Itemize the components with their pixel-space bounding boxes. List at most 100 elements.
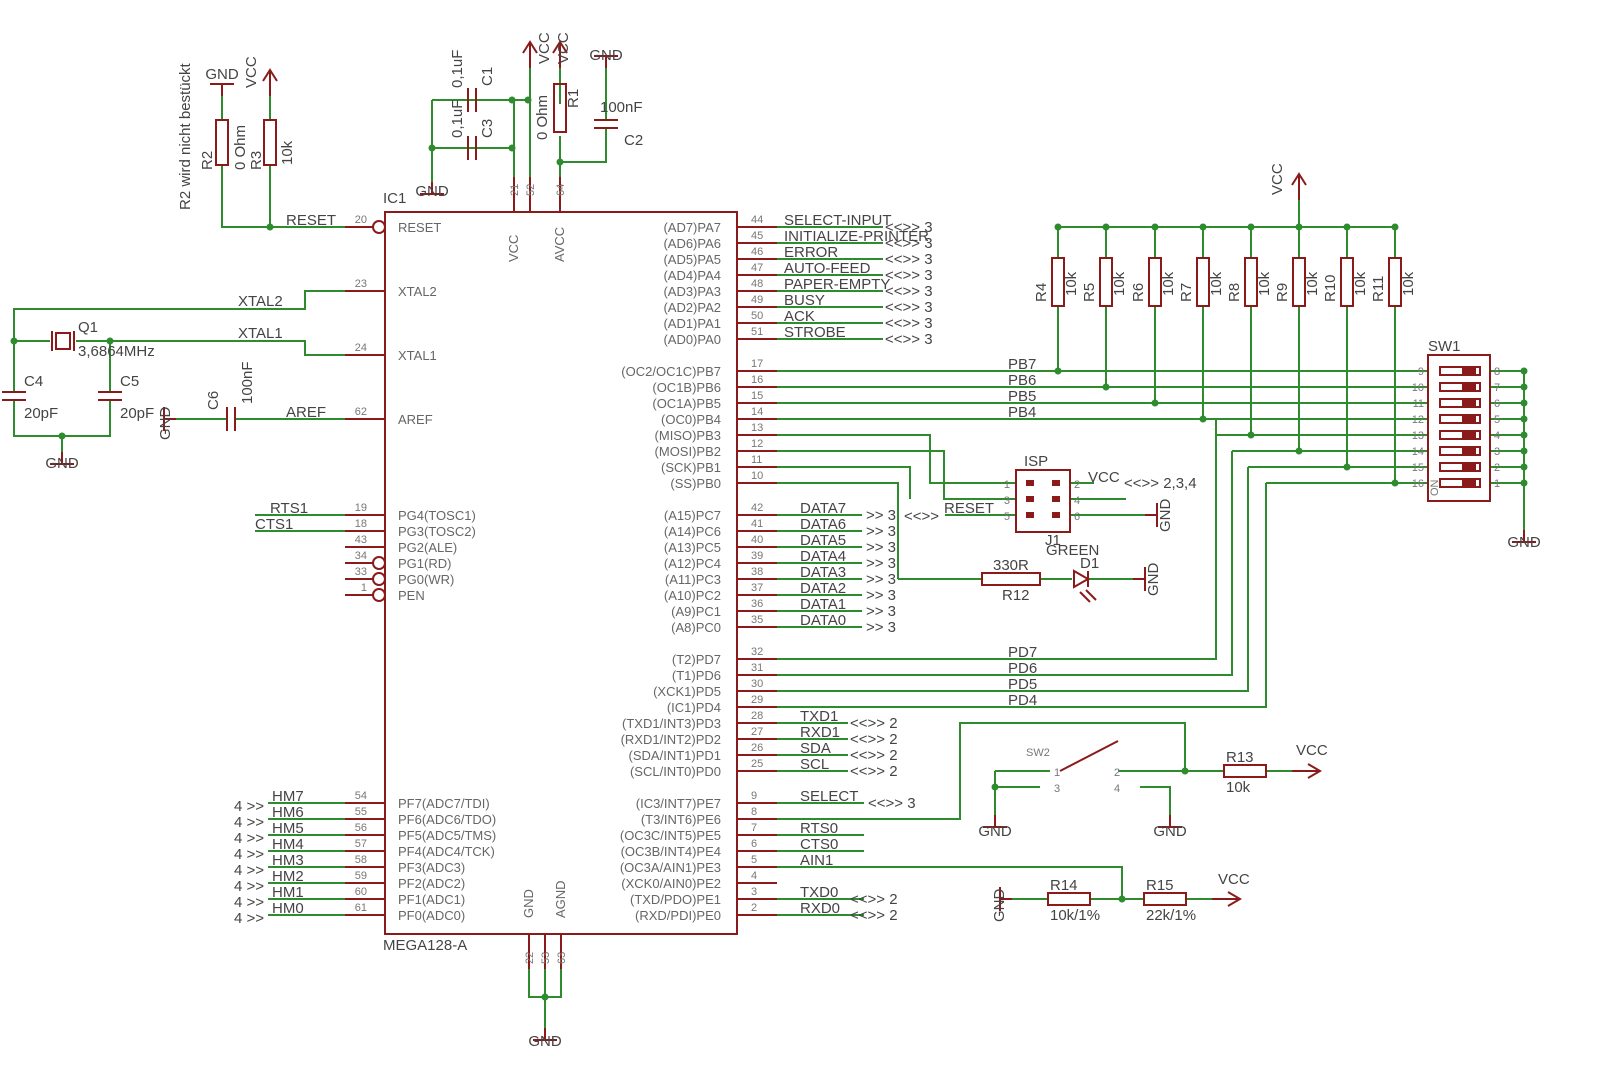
- r1-value: 0 Ohm: [534, 95, 551, 140]
- net-ref: >> 3: [866, 507, 896, 524]
- pull-up-value: 10k: [1352, 271, 1369, 296]
- net-ref: 4 >>: [234, 878, 264, 895]
- ic1-pin-number: 23: [355, 278, 367, 290]
- c1-ref: C1: [479, 67, 496, 86]
- c2-ref: C2: [624, 132, 643, 149]
- dip-switch-lever: [1462, 368, 1476, 374]
- pull-up-value: 10k: [1111, 271, 1128, 296]
- net-label-hm: HM4: [272, 836, 304, 853]
- net-ref: 4 >>: [234, 894, 264, 911]
- net-label-pb: PB7: [1008, 356, 1036, 373]
- ic1-pin-name: (IC1)PD4: [667, 700, 721, 715]
- ic1-pin-number: 5: [751, 854, 757, 866]
- c3-value: 0,1uF: [449, 100, 466, 138]
- net-label-hm: HM3: [272, 852, 304, 869]
- net-label-pc: DATA7: [800, 500, 846, 517]
- ic1-pin-name: (A15)PC7: [664, 508, 721, 523]
- ic1-pin-number: 14: [751, 406, 763, 418]
- r3-ref: R3: [248, 151, 265, 170]
- c4-value: 20pF: [24, 405, 58, 422]
- pin-inversion-bubble: [372, 220, 386, 234]
- net-label-hm: HM6: [272, 804, 304, 821]
- gnd-label: GND: [528, 1033, 562, 1050]
- gnd-label: GND: [1145, 563, 1162, 597]
- dip-switch-toggle: [1439, 414, 1481, 424]
- sw1-pin-number: 1: [1494, 478, 1500, 490]
- q1-ref: Q1: [78, 319, 98, 336]
- ic1-pin-name: PF1(ADC1): [398, 892, 465, 907]
- ic1-pin-name: (OC1B)PB6: [652, 380, 721, 395]
- net-ref: <<>> 3: [868, 795, 916, 812]
- dip-switch-toggle: [1439, 366, 1481, 376]
- pull-up-value: 10k: [1304, 271, 1321, 296]
- isp-pin-number: 3: [1004, 495, 1010, 507]
- net-label-pb: PB4: [1008, 404, 1036, 421]
- ic1-pin-name: PF7(ADC7/TDI): [398, 796, 490, 811]
- ic1-pin-number: 21: [509, 184, 521, 196]
- junction-dot: [541, 993, 549, 1001]
- vcc-arrow: [522, 40, 538, 54]
- ic1-pin-number: 10: [751, 470, 763, 482]
- r3-value: 10k: [279, 140, 296, 165]
- ic1-pin-name: (XCK0/AIN0)PE2: [621, 876, 721, 891]
- sw2-pin-number: 3: [1054, 783, 1060, 795]
- ic1-pin-name: (SCK)PB1: [661, 460, 721, 475]
- sw1-pin-number: 2: [1494, 462, 1500, 474]
- sw1-on-label: ON: [1429, 479, 1441, 496]
- dip-switch-toggle: [1439, 430, 1481, 440]
- ic1-pin-number: 39: [751, 550, 763, 562]
- ic1-pin-name: PF4(ADC4/TCK): [398, 844, 495, 859]
- sw1-pin-number: 11: [1413, 398, 1424, 410]
- ic1-pin-name: PG3(TOSC2): [398, 524, 476, 539]
- d1-value: GREEN: [1046, 542, 1099, 559]
- vcc-label: VCC: [1218, 871, 1250, 888]
- dip-switch-toggle: [1439, 478, 1481, 488]
- resistor-r2: [215, 119, 229, 166]
- vcc-arrow: [1227, 891, 1242, 907]
- dip-switch-lever: [1462, 464, 1476, 470]
- ic1-pin-name: (AD2)PA2: [663, 300, 721, 315]
- sw1-pin-number: 5: [1494, 414, 1500, 426]
- ic1-pin-number: 6: [751, 838, 757, 850]
- ic1-pin-number: 29: [751, 694, 763, 706]
- net-ref: >> 3: [866, 571, 896, 588]
- net-ref: <<>> 3: [885, 267, 933, 284]
- ic1-pin-name: (SS)PB0: [670, 476, 721, 491]
- ic1-pin-name: (AD0)PA0: [663, 332, 721, 347]
- vcc-arrow: [262, 68, 278, 82]
- ic1-pin-number: 38: [751, 566, 763, 578]
- wire: [777, 866, 1123, 899]
- ic1-pin-name: (A13)PC5: [664, 540, 721, 555]
- wire: [777, 450, 1016, 500]
- ic1-pin-name: VCC: [506, 235, 521, 262]
- ic1-pin-name: (T3/INT6)PE6: [641, 812, 721, 827]
- ic1-pin-number: 4: [751, 870, 757, 882]
- net-ref: <<>> 2: [850, 763, 898, 780]
- ic1-pin-number: 46: [751, 246, 763, 258]
- ic1-pin-number: 53: [540, 952, 552, 964]
- ic1-pin-name: (XCK1)PD5: [653, 684, 721, 699]
- net-label-pd: PD4: [1008, 692, 1037, 709]
- ic1-pin-name: (OC3C/INT5)PE5: [620, 828, 721, 843]
- r15-value: 22k/1%: [1146, 907, 1196, 924]
- ic1-pin-name: (AD3)PA3: [663, 284, 721, 299]
- net-label-pd: PD5: [1008, 676, 1037, 693]
- ic1-pin-name: (OC2/OC1C)PB7: [621, 364, 721, 379]
- net-label-pc: DATA2: [800, 580, 846, 597]
- wire: [777, 466, 911, 499]
- resistor-pull-up: [1388, 257, 1402, 307]
- wire: [560, 128, 607, 163]
- net-ref: <<>> 3: [885, 283, 933, 300]
- r13-value: 10k: [1226, 779, 1251, 796]
- sw2-ref: SW2: [1026, 747, 1050, 759]
- ic1-pin-number: 3: [751, 886, 757, 898]
- net-label-pc: DATA5: [800, 532, 846, 549]
- net-ref: >> 3: [866, 539, 896, 556]
- pull-up-ref: R8: [1226, 283, 1243, 302]
- r14-ref: R14: [1050, 877, 1078, 894]
- c4-ref: C4: [24, 373, 43, 390]
- ic1-pin-number: 8: [751, 806, 757, 818]
- ic1-pin-name: PF5(ADC5/TMS): [398, 828, 496, 843]
- ic1-pin-number: 40: [751, 534, 763, 546]
